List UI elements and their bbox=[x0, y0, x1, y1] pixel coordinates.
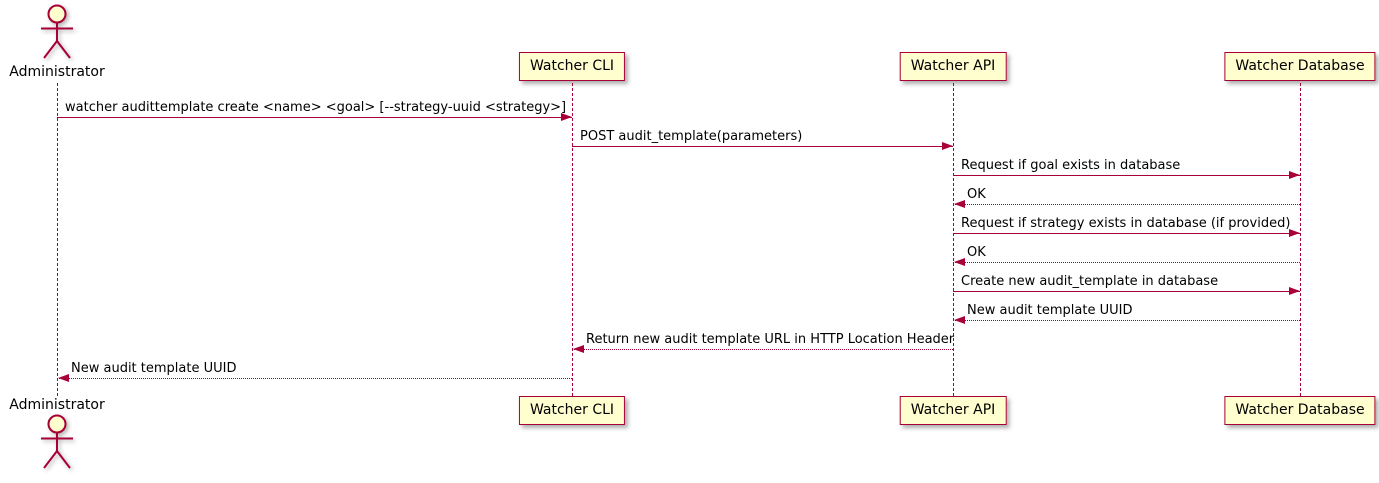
message-label-5: OK bbox=[967, 245, 986, 260]
lifeline-watcher-database bbox=[1300, 83, 1301, 396]
message-label-3: OK bbox=[967, 187, 986, 202]
actor-icon bbox=[41, 4, 73, 59]
message-arrowhead-7 bbox=[954, 316, 965, 324]
message-line-3 bbox=[953, 204, 1300, 205]
message-line-0 bbox=[57, 117, 572, 118]
message-line-7 bbox=[953, 320, 1300, 321]
message-label-0: watcher audittemplate create <name> <goa… bbox=[65, 100, 567, 115]
participant-box-top-watcher-api: Watcher API bbox=[899, 52, 1007, 81]
message-arrowhead-2 bbox=[1289, 171, 1300, 179]
message-label-9: New audit template UUID bbox=[71, 361, 237, 376]
message-arrowhead-6 bbox=[1289, 287, 1300, 295]
message-line-9 bbox=[57, 378, 572, 379]
message-line-8 bbox=[572, 349, 953, 350]
message-label-7: New audit template UUID bbox=[967, 303, 1133, 318]
message-arrowhead-8 bbox=[573, 345, 584, 353]
lifeline-administrator bbox=[57, 83, 58, 396]
message-arrowhead-1 bbox=[942, 142, 953, 150]
actor-label-top-administrator: Administrator bbox=[9, 64, 105, 80]
message-label-2: Request if goal exists in database bbox=[961, 158, 1181, 173]
message-arrowhead-4 bbox=[1289, 229, 1300, 237]
message-label-6: Create new audit_template in database bbox=[961, 274, 1219, 289]
message-arrowhead-5 bbox=[954, 258, 965, 266]
message-arrowhead-3 bbox=[954, 200, 965, 208]
message-arrowhead-9 bbox=[58, 374, 69, 382]
participant-box-bottom-watcher-database: Watcher Database bbox=[1224, 396, 1376, 425]
message-line-5 bbox=[953, 262, 1300, 263]
message-label-8: Return new audit template URL in HTTP Lo… bbox=[586, 332, 955, 347]
participant-box-bottom-watcher-cli: Watcher CLI bbox=[518, 396, 626, 425]
message-arrowhead-0 bbox=[561, 113, 572, 121]
message-label-4: Request if strategy exists in database (… bbox=[961, 216, 1291, 231]
message-line-2 bbox=[953, 175, 1300, 176]
participant-box-top-watcher-database: Watcher Database bbox=[1224, 52, 1376, 81]
lifeline-watcher-api bbox=[953, 83, 954, 396]
message-label-1: POST audit_template(parameters) bbox=[580, 129, 803, 144]
lifeline-watcher-cli bbox=[572, 83, 573, 396]
message-line-1 bbox=[572, 146, 953, 147]
actor-icon bbox=[41, 414, 73, 469]
actor-label-bottom-administrator: Administrator bbox=[9, 397, 105, 413]
actor-figure-bottom-administrator bbox=[36, 414, 78, 476]
participant-box-bottom-watcher-api: Watcher API bbox=[899, 396, 1007, 425]
message-line-6 bbox=[953, 291, 1300, 292]
actor-figure-top-administrator bbox=[36, 4, 78, 66]
message-line-4 bbox=[953, 233, 1300, 234]
participant-box-top-watcher-cli: Watcher CLI bbox=[518, 52, 626, 81]
